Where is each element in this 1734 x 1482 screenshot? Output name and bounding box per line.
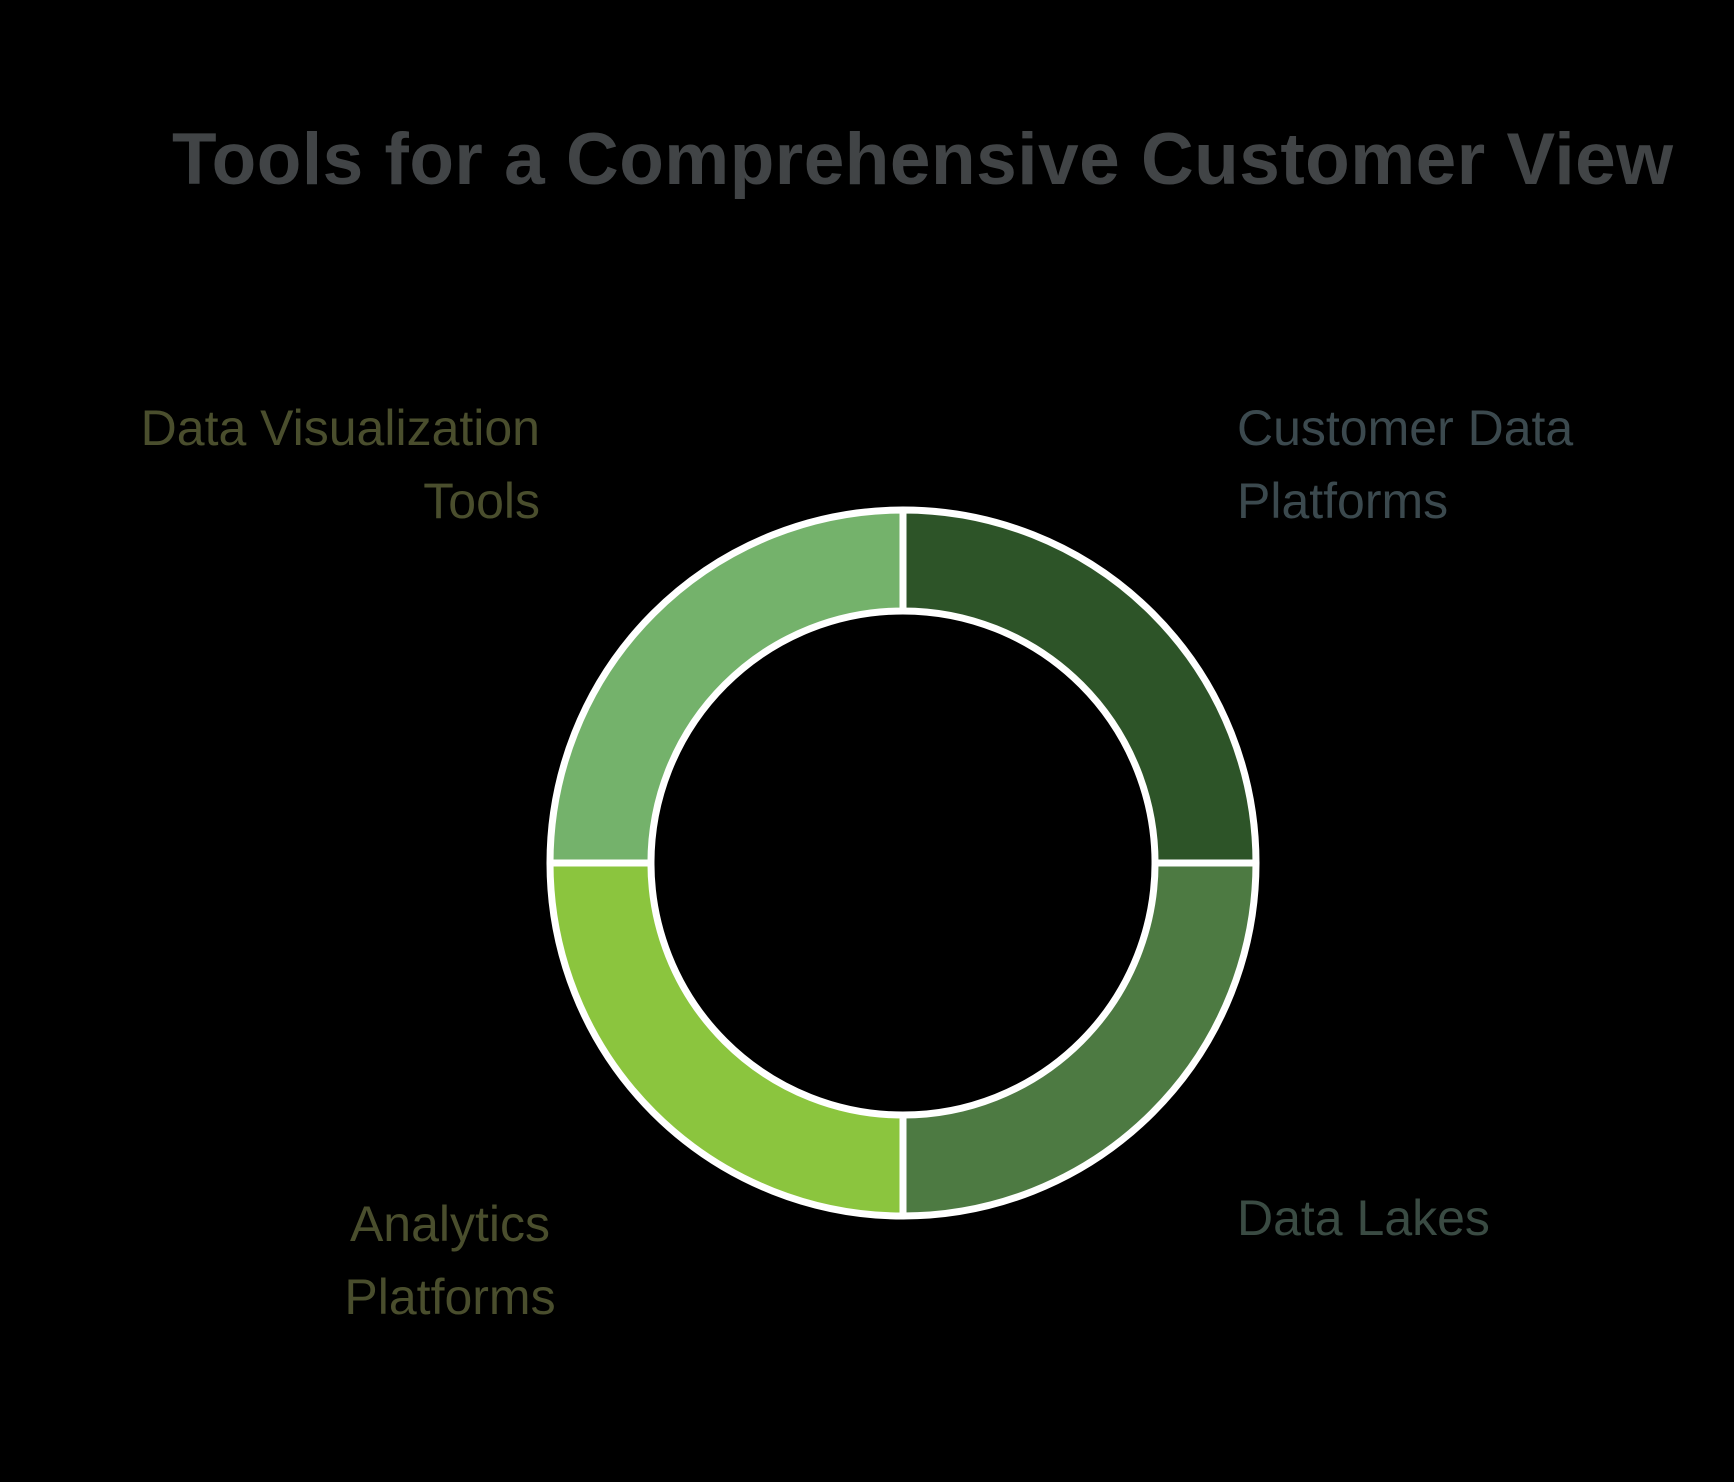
chart-title: Tools for a Comprehensive Customer View <box>172 119 1674 200</box>
donut-chart <box>546 506 1260 1220</box>
donut-segment-analytics-platforms <box>546 859 907 1220</box>
donut-segment-data-visualization-tools <box>546 506 907 867</box>
segment-label-data-visualization-tools: Data Visualization Tools <box>140 400 540 529</box>
donut-segment-customer-data-platforms <box>899 506 1260 867</box>
donut-segment-data-lakes <box>899 859 1260 1220</box>
segment-label-data-lakes: Data Lakes <box>1237 1190 1490 1246</box>
segment-label-customer-data-platforms: Customer Data Platforms <box>1237 400 1574 529</box>
segment-label-analytics-platforms: Analytics Platforms <box>344 1196 556 1325</box>
